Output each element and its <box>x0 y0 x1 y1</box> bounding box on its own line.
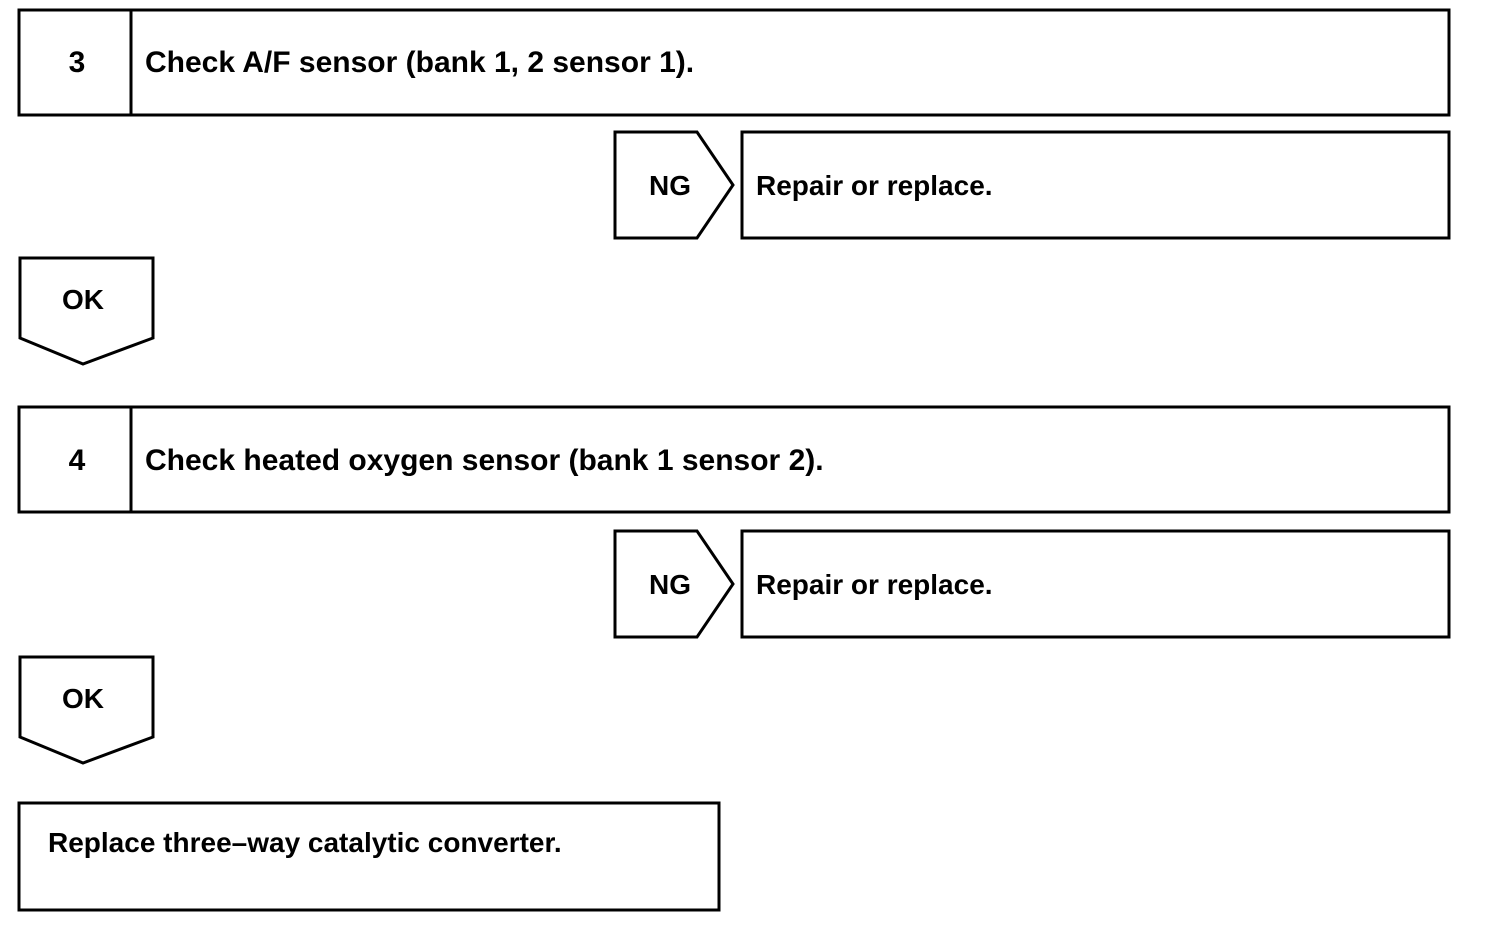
final-action-text: Replace three–way catalytic converter. <box>48 827 562 858</box>
step-3-number: 3 <box>69 46 86 79</box>
step-4-ok-arrow <box>18 655 155 765</box>
final-action-frame <box>17 801 721 912</box>
step-3-ok-branch: OK <box>18 256 155 366</box>
step-3-frame <box>17 8 1451 117</box>
step-3-ng-label: NG <box>649 170 691 201</box>
step-4-ng-label: NG <box>649 569 691 600</box>
final-action-box: Replace three–way catalytic converter. <box>17 801 721 912</box>
step-3-ng-action-box <box>740 130 1451 240</box>
step-4-ng-action: Repair or replace. <box>756 569 993 600</box>
step-3-ng-action: Repair or replace. <box>756 170 993 201</box>
step-4-ok-label: OK <box>62 683 104 714</box>
step-3-box: 3 Check A/F sensor (bank 1, 2 sensor 1). <box>17 8 1451 117</box>
step-3-title: Check A/F sensor (bank 1, 2 sensor 1). <box>145 46 694 79</box>
step-3-ok-label: OK <box>62 284 104 315</box>
step-3-ng-branch: NG Repair or replace. <box>613 130 1451 240</box>
step-3-ng-arrow <box>613 130 735 240</box>
step-4-frame <box>17 405 1451 514</box>
step-3-ok-arrow <box>18 256 155 366</box>
step-4-ng-arrow <box>613 529 735 639</box>
step-4-box: 4 Check heated oxygen sensor (bank 1 sen… <box>17 405 1451 514</box>
step-4-ok-branch: OK <box>18 655 155 765</box>
step-4-ng-action-box <box>740 529 1451 639</box>
step-4-ng-branch: NG Repair or replace. <box>613 529 1451 639</box>
step-4-title: Check heated oxygen sensor (bank 1 senso… <box>145 444 824 477</box>
step-4-number: 4 <box>69 444 86 477</box>
